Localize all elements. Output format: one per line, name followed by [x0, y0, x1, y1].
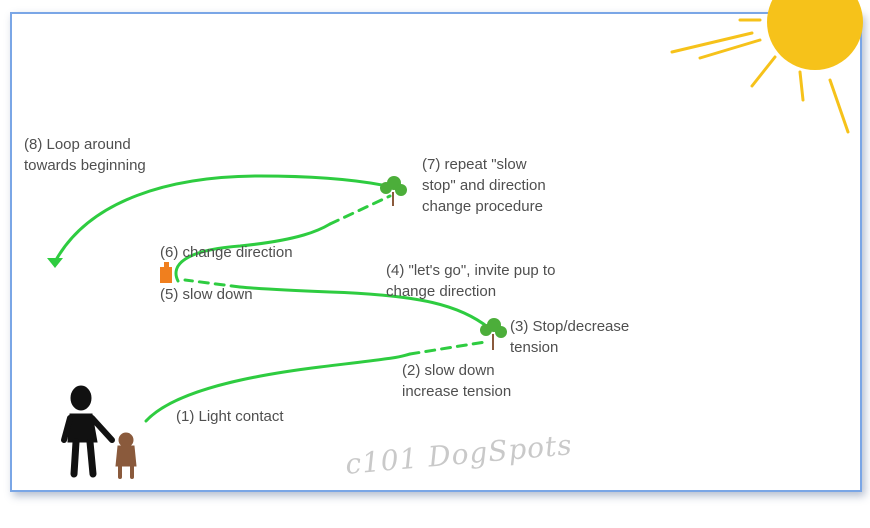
cone-icon: [160, 262, 172, 283]
path-segment-6: [328, 194, 392, 226]
label-step8: (8) Loop around towards beginning: [24, 136, 146, 174]
label-step7: (7) repeat "slow stop" and direction cha…: [422, 156, 546, 215]
path-segment-2: [408, 340, 487, 356]
label-step6: (6) change direction: [160, 244, 293, 261]
path-segment-4: [183, 278, 242, 289]
tree-icon: [380, 176, 407, 206]
path-segment-5: [174, 222, 332, 283]
path-segment-1: [144, 352, 412, 423]
label-step1: (1) Light contact: [176, 408, 284, 425]
label-step3: (3) Stop/decrease tension: [510, 318, 630, 356]
arrowhead-icon: [47, 258, 63, 268]
label-step4: (4) "let's go", invite pup to change dir…: [386, 262, 556, 300]
dog-icon: [115, 432, 137, 479]
diagram-frame: [10, 12, 862, 492]
label-step5: (5) slow down: [160, 286, 253, 303]
tree-icon: [480, 318, 507, 350]
path-segment-3: [238, 285, 491, 330]
label-step2: (2) slow down increase tension: [402, 362, 512, 400]
sun-icon: [670, 0, 863, 134]
person-icon: [61, 385, 115, 478]
path-segment-7: [54, 174, 394, 262]
